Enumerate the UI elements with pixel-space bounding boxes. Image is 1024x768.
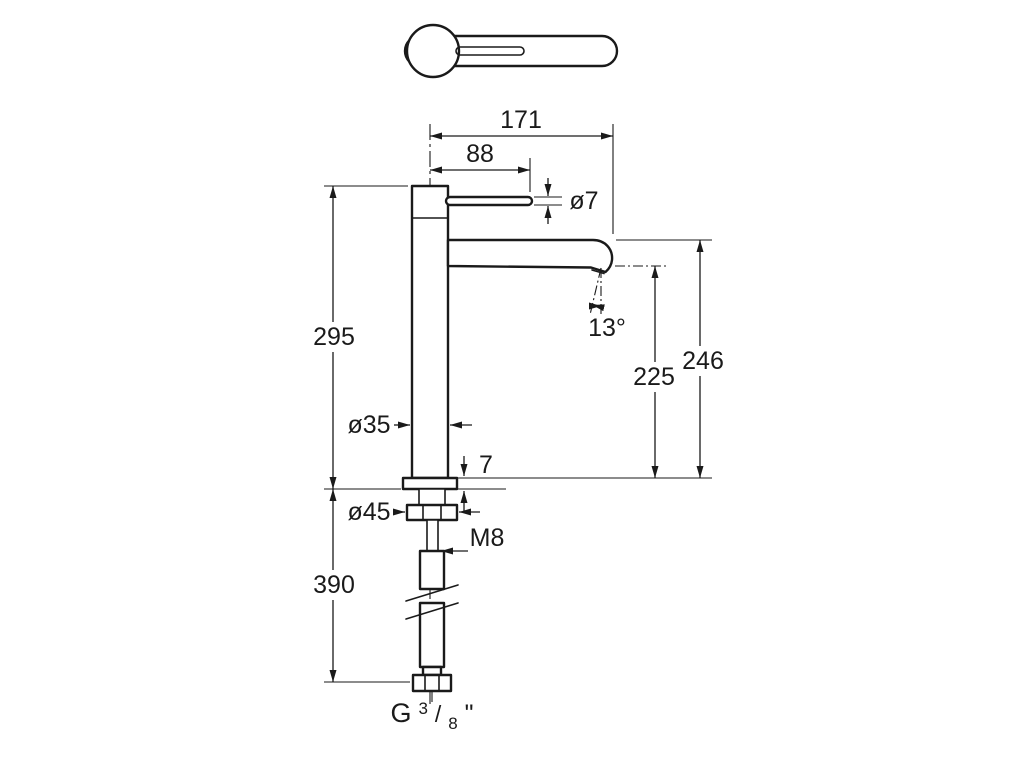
- dim-thread-size: M8: [470, 524, 505, 552]
- mounting-nut: [405, 503, 459, 522]
- dim-spout-angle-group: 13°: [588, 267, 626, 342]
- dim-spout-angle: 13°: [588, 314, 626, 342]
- dim-spout-reach: 171: [500, 106, 542, 134]
- dim-outlet-height-group: 225: [615, 265, 680, 478]
- handle-rod: [444, 195, 534, 207]
- dim-overall-height: 246: [682, 347, 724, 375]
- dim-handle-length-group: 88: [430, 140, 531, 192]
- dim-length-below-deck: 390: [313, 571, 355, 599]
- dim-body-diameter: ø35: [347, 411, 390, 439]
- connection-slash: /: [435, 701, 442, 727]
- dim-handle-rod-diameter-group: ø7: [534, 178, 599, 224]
- supply-hose-lower: [418, 601, 446, 669]
- deck-plate: [401, 476, 459, 491]
- dim-deck-plate-thickness-group: 7: [458, 451, 506, 511]
- dim-outlet-height: 225: [633, 363, 675, 391]
- dim-height-above-deck: 295: [313, 323, 355, 351]
- dim-thread-size-group: M8: [441, 524, 505, 555]
- connection-denominator: 8: [448, 714, 457, 733]
- handle-knob-top-view: [405, 23, 461, 79]
- aerator-line: [591, 269, 605, 275]
- dim-overall-height-group: 246: [616, 239, 729, 478]
- dim-connection-size: G 3 / 8 ": [390, 692, 473, 735]
- connection-suffix: ": [465, 700, 474, 728]
- dim-height-above-deck-group: 295: [308, 185, 408, 490]
- front-view-faucet: [401, 124, 614, 704]
- spout: [446, 238, 614, 274]
- handle-slot: [455, 46, 525, 56]
- faucet-body: [410, 184, 450, 480]
- threaded-stud-m8: [426, 519, 439, 552]
- threaded-shank: [418, 488, 446, 506]
- hose-break-marks: [405, 584, 459, 620]
- connection-prefix: G: [390, 698, 411, 728]
- connection-numerator: 3: [418, 699, 427, 718]
- dim-spout-reach-group: 171: [430, 106, 614, 234]
- dim-base-diameter-group: ø45: [347, 498, 480, 526]
- hose-connector-nut: [411, 673, 453, 693]
- supply-hose-upper: [418, 549, 446, 591]
- dim-handle-rod-diameter: ø7: [569, 187, 598, 215]
- mounting-nut-facets: [422, 504, 442, 521]
- top-view-handle: [403, 23, 619, 79]
- dim-deck-plate-thickness: 7: [479, 451, 493, 479]
- dim-body-diameter-group: ø35: [347, 411, 472, 439]
- hose-connector-facets: [424, 674, 440, 692]
- dimensions: 171 88 ø7 295 390: [308, 106, 729, 735]
- dim-connection-group: G 3 / 8 ": [390, 692, 473, 735]
- dim-base-diameter: ø45: [347, 498, 390, 526]
- dim-length-below-deck-group: 390: [308, 489, 410, 683]
- dim-handle-length: 88: [466, 140, 494, 168]
